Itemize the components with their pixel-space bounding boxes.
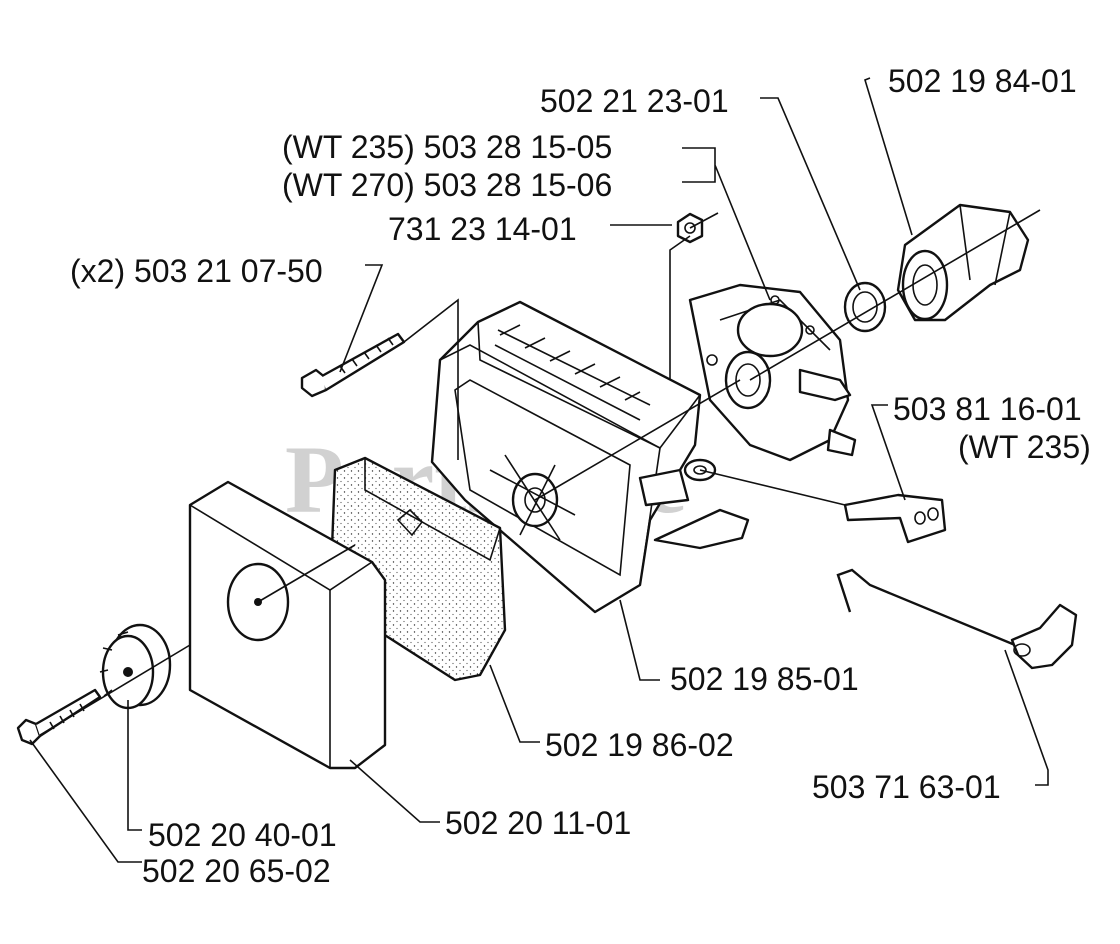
label-502-20-65-02: 502 20 65-02 xyxy=(142,853,331,889)
knob-part xyxy=(99,623,172,710)
label-502-19-85-01: 502 19 85-01 xyxy=(670,661,859,697)
label-502-20-11-01: 502 20 11-01 xyxy=(445,805,631,841)
leader-lines xyxy=(29,77,1049,863)
bracket-part xyxy=(843,493,947,544)
carburetor-part xyxy=(688,283,857,462)
label-503-21-07-50: (x2) 503 21 07-50 xyxy=(70,253,323,289)
choke-rod-part xyxy=(836,568,1078,670)
label-503-81-16-01: 503 81 16-01 xyxy=(893,391,1082,427)
label-wt235-bracket: (WT 235) xyxy=(958,429,1091,465)
assembly-axes xyxy=(39,209,1041,736)
label-502-19-86-02: 502 19 86-02 xyxy=(545,727,734,763)
label-503-28-15-05: (WT 235) 503 28 15-05 xyxy=(282,129,612,165)
label-731-23-14-01: 731 23 14-01 xyxy=(388,211,577,247)
screw-part xyxy=(300,332,406,398)
callout-labels: 502 19 84-01 502 21 23-01 (WT 235) 503 2… xyxy=(70,63,1091,889)
label-503-71-63-01: 503 71 63-01 xyxy=(812,769,1001,805)
label-503-28-15-06: (WT 270) 503 28 15-06 xyxy=(282,167,612,203)
intake-elbow-part xyxy=(896,203,1030,322)
filter-cover-part xyxy=(188,480,387,770)
label-502-21-23-01: 502 21 23-01 xyxy=(540,83,729,119)
intake-gasket-part xyxy=(843,281,887,333)
cover-bolt-part xyxy=(16,688,102,746)
label-502-19-84-01: 502 19 84-01 xyxy=(888,63,1077,99)
label-502-20-40-01: 502 20 40-01 xyxy=(148,817,337,853)
